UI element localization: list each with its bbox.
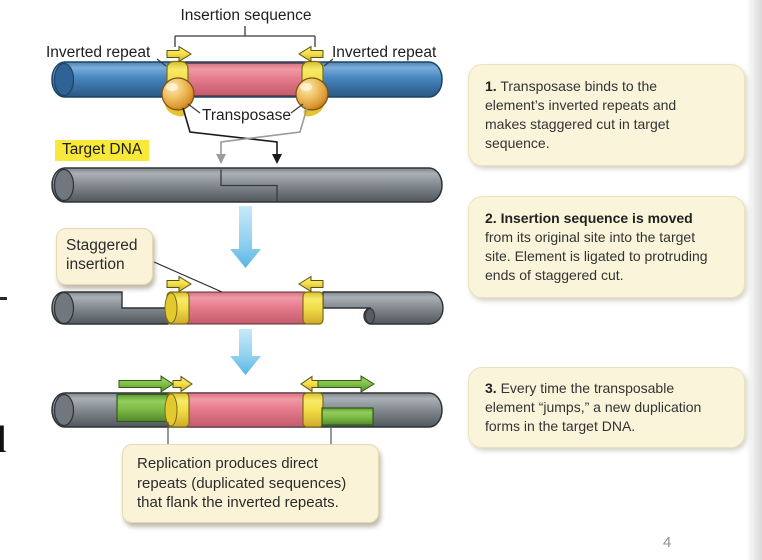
transposase-label-lines <box>187 103 304 114</box>
cut-arrowhead-gray <box>216 154 226 164</box>
inverted-repeat-arrow-icon <box>166 45 192 63</box>
inverted-repeat-arrow-icon <box>298 275 324 293</box>
step-2-text: from its original site into the target s… <box>485 229 708 283</box>
inverted-repeat-arrow-icon <box>166 275 192 293</box>
label-tick-left <box>156 58 167 67</box>
target-dna-label: Target DNA <box>55 140 150 161</box>
insertion-sequence-label: Insertion sequence <box>180 7 312 24</box>
cut-guide-line-gray <box>220 107 308 155</box>
step-3-number: 3. <box>485 380 497 396</box>
inverted-repeat-label-left: Inverted repeat <box>46 44 151 61</box>
target-left-fragment <box>51 291 169 325</box>
inverted-repeat-band-right <box>302 291 324 325</box>
inverted-repeat-arrow-icon <box>300 375 321 393</box>
staggered-insertion-row <box>51 261 444 325</box>
sphere-highlight <box>300 83 312 91</box>
clipped-margin-dash <box>0 297 7 300</box>
target-dna-end-cap <box>53 168 75 202</box>
page-number: 4 <box>663 534 672 551</box>
label-tick-right <box>323 58 334 67</box>
step-1-callout: 1. Transposase binds to the element’s in… <box>468 64 745 166</box>
direct-repeat-arrow-icon <box>317 375 375 393</box>
staggered-insertion-callout: Staggered insertion <box>56 228 153 285</box>
target-dna-row <box>51 167 443 203</box>
target-right-fragment <box>322 291 444 325</box>
flow-arrow-icon <box>230 206 261 268</box>
inverted-repeat-band-right <box>302 392 324 428</box>
direct-repeat-arrow-icon <box>118 375 174 393</box>
inverted-repeat-label-right: Inverted repeat <box>332 44 437 61</box>
cut-guide-line-black <box>182 107 278 155</box>
direct-repeat-right <box>321 407 374 426</box>
cut-arrowhead-black <box>272 154 282 164</box>
step-2-number: 2. Insertion sequence is moved <box>485 210 693 226</box>
staggered-callout-line <box>153 261 223 293</box>
replication-note-callout: Replication produces direct repeats (dup… <box>122 444 379 523</box>
replication-callout-lines <box>167 422 332 444</box>
step-1-number: 1. <box>485 78 497 94</box>
donor-dna-end-cap <box>53 62 75 97</box>
page-edge-shading <box>746 0 762 560</box>
direct-repeat-left <box>116 393 174 423</box>
repeat-band-cap <box>164 292 178 324</box>
clipped-margin-text: d <box>0 421 13 459</box>
repeat-band-cap <box>164 393 178 427</box>
step-1-text: Transposase binds to the element’s inver… <box>485 78 677 151</box>
step-2-callout: 2. Insertion sequence is moved from its … <box>468 196 745 298</box>
sphere-highlight <box>166 83 178 91</box>
staggered-cut-line <box>220 169 278 201</box>
flow-arrow-icon <box>230 329 261 375</box>
inverted-repeat-arrow-icon <box>298 45 324 63</box>
fragment-end-cap <box>53 291 75 325</box>
fragment-cup-cap <box>365 308 375 324</box>
final-duplication-row <box>51 375 443 444</box>
target-dna-end-cap <box>53 393 75 427</box>
insertion-sequence-bracket <box>174 26 316 47</box>
step-3-text: Every time the transposable element “jum… <box>485 380 702 434</box>
donor-dna-row <box>51 26 443 164</box>
insertion-sequence-segment <box>185 392 306 428</box>
inverted-repeat-arrow-icon <box>172 375 193 393</box>
transposase-label: Transposase <box>202 107 292 124</box>
step-3-callout: 3. Every time the transposable element “… <box>468 367 745 448</box>
insertion-sequence-segment <box>183 62 306 97</box>
insertion-sequence-segment <box>185 291 306 325</box>
